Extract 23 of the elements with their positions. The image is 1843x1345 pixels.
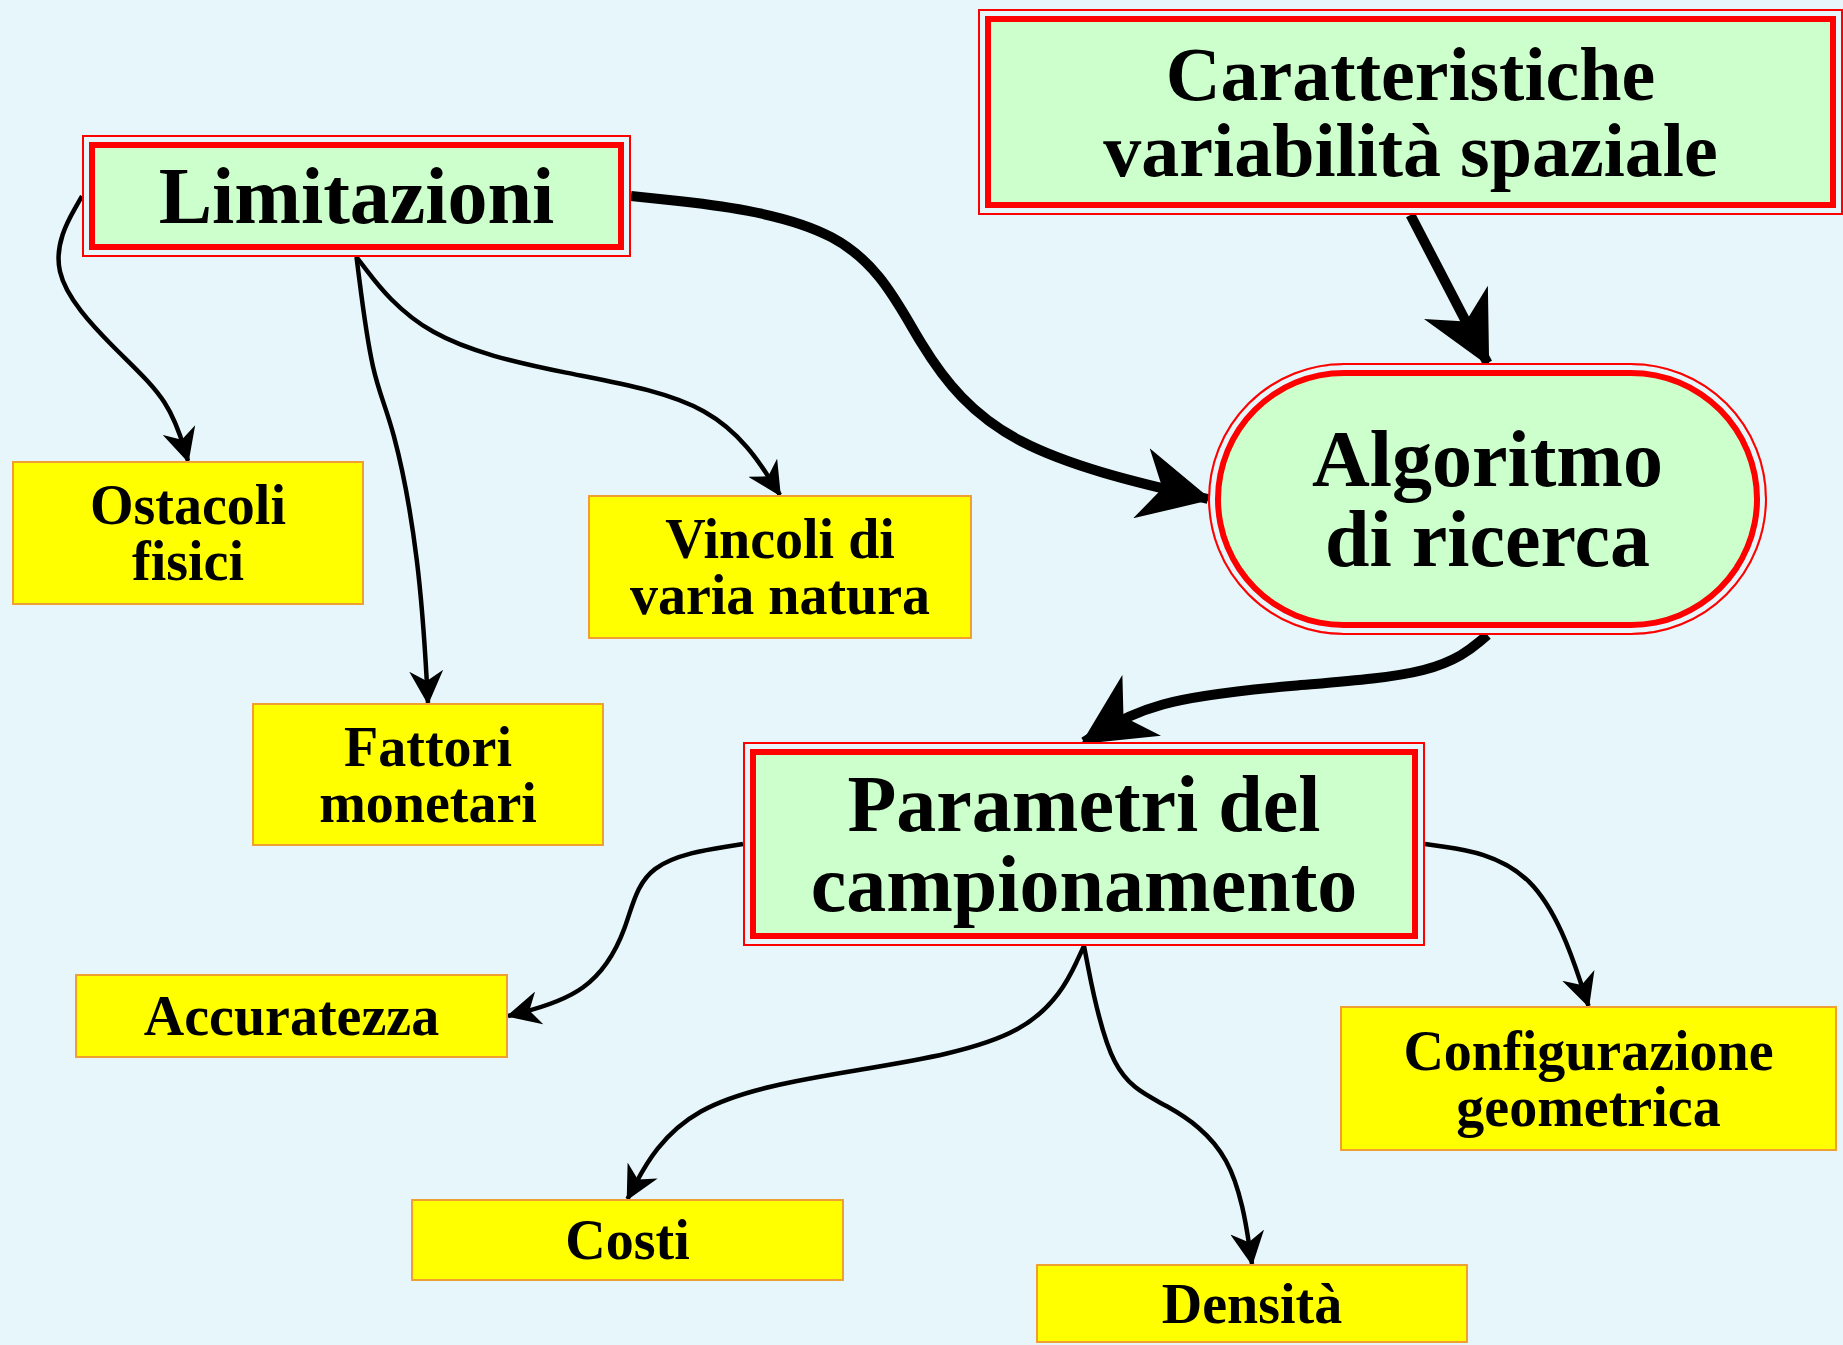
topic-box [411,1199,844,1281]
arrow [1081,945,1265,1266]
concept-box [743,742,1425,946]
concept-box [978,9,1843,215]
topic-box [588,495,972,639]
node-label: Ostacoli fisici [89,477,287,589]
topic-box [1340,1006,1837,1151]
node-label: Limitazioni [158,156,555,236]
node-label: Fattori monetari [318,718,538,831]
arrow [354,255,782,497]
node-label: Accuratezza [143,988,440,1044]
node-label: Vincoli di varia natura [628,511,932,623]
node-label: Densità [1161,1275,1343,1332]
arrow [56,194,196,463]
topic-box [252,703,604,846]
topic-box [75,974,508,1058]
concept-box [82,135,631,257]
topic-box [1036,1264,1468,1343]
arrow [1424,841,1595,1008]
node-label: Costi [565,1212,690,1268]
node-label: Algoritmo di ricerca [1311,419,1664,579]
arrow [354,256,444,705]
topic-box [12,461,364,605]
